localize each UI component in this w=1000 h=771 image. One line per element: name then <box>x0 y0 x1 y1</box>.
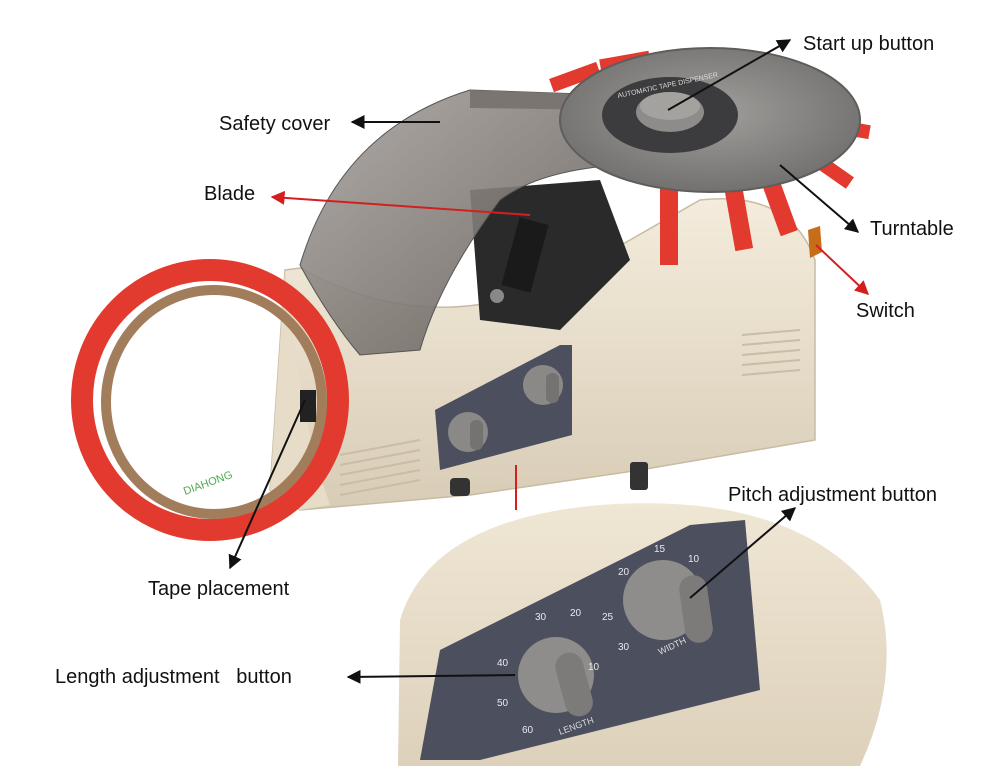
svg-text:10: 10 <box>688 554 700 565</box>
arrow-switch <box>815 244 870 295</box>
svg-text:50: 50 <box>497 698 509 709</box>
blade-assembly <box>470 180 630 330</box>
callout-arrows <box>228 39 870 684</box>
arrow-pitch-adjustment <box>689 507 797 599</box>
tape-roll-text: DIAHONG <box>182 469 234 498</box>
control-panel-small <box>435 345 572 470</box>
label-turntable: Turntable <box>870 218 954 240</box>
svg-text:60: 60 <box>522 725 534 736</box>
arrow-blade <box>270 190 531 216</box>
detail-zoom-view: 10 20 30 40 50 60 LENGTH 10 15 20 25 30 … <box>398 465 887 766</box>
arrow-turntable <box>779 164 860 233</box>
svg-text:20: 20 <box>570 608 582 619</box>
arrow-start-up-button <box>667 39 792 111</box>
svg-text:30: 30 <box>535 612 547 623</box>
label-length-adjustment-button: Length adjustment button <box>55 666 292 688</box>
turntable: AUTOMATIC TAPE DISPENSER <box>549 47 871 265</box>
label-tape-placement: Tape placement <box>148 578 290 600</box>
svg-text:40: 40 <box>497 658 509 669</box>
arrow-length-adjustment <box>346 669 516 684</box>
arrow-tape-placement <box>228 399 306 570</box>
svg-text:20: 20 <box>618 567 630 578</box>
svg-text:15: 15 <box>654 544 666 555</box>
label-switch: Switch <box>856 300 915 322</box>
svg-text:30: 30 <box>618 642 630 653</box>
power-switch <box>808 226 822 258</box>
svg-text:10: 10 <box>588 662 600 673</box>
label-start-up-button: Start up button <box>803 33 935 55</box>
svg-text:25: 25 <box>602 612 614 623</box>
label-blade: Blade <box>204 183 256 205</box>
label-pitch-adjustment-button: Pitch adjustment button <box>728 484 938 506</box>
length-dial: 10 20 30 40 50 60 LENGTH <box>497 608 600 737</box>
label-safety-cover: Safety cover <box>219 113 331 135</box>
